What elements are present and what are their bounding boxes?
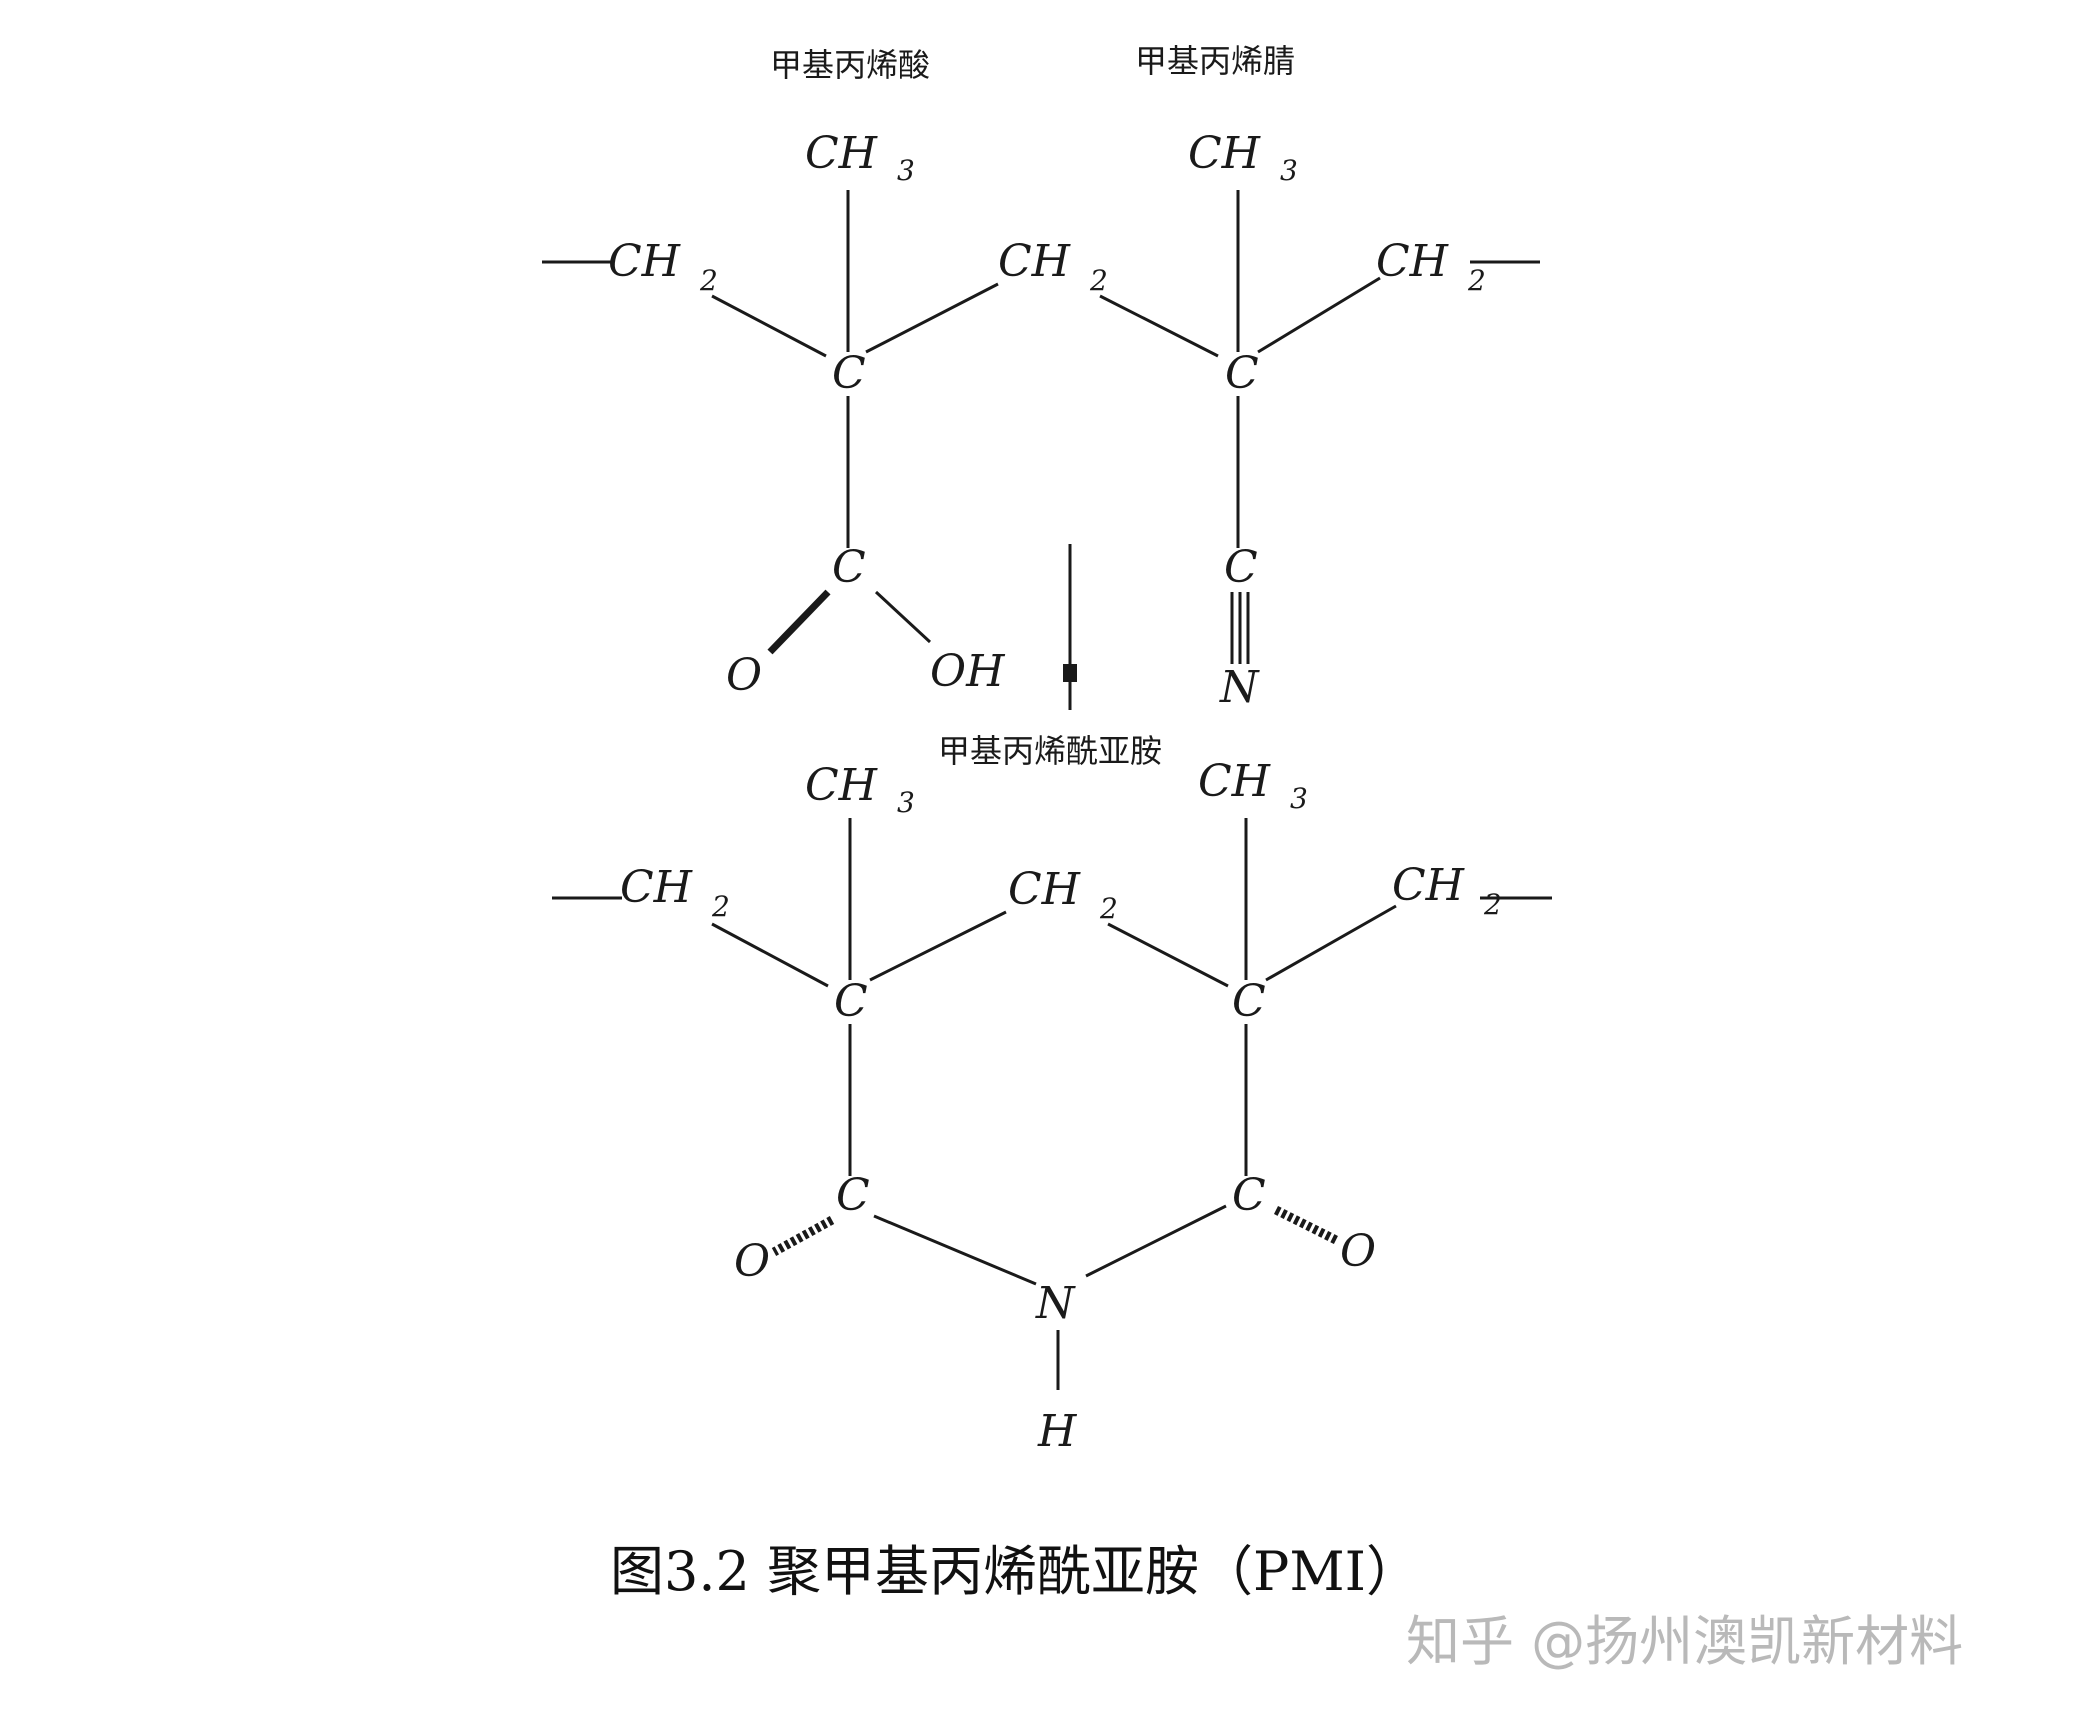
atom-ch2-top-1: CH 2 bbox=[608, 236, 718, 297]
svg-text:CH: CH bbox=[998, 236, 1072, 287]
label-methacrylimide: 甲基丙烯酰亚胺 bbox=[938, 732, 1162, 770]
atom-ch3-top-1: CH 3 bbox=[805, 128, 915, 187]
bond-bot-d bbox=[1107, 922, 1229, 988]
atom-c-carbonyl-2: C bbox=[1232, 1170, 1266, 1221]
svg-text:3: 3 bbox=[897, 786, 915, 819]
atom-h-imide: H bbox=[1037, 1406, 1078, 1457]
bond-co-hatched-1 bbox=[771, 1216, 835, 1256]
atom-ch2-bottom-3: CH 2 bbox=[1392, 860, 1502, 921]
bond-top-f bbox=[1257, 276, 1381, 354]
svg-text:2: 2 bbox=[1467, 264, 1486, 297]
watermark: 知乎 @扬州澳凯新材料 bbox=[1406, 1610, 1963, 1673]
figure-caption: 图3.2 聚甲基丙烯酰亚胺（PMI） bbox=[610, 1540, 1420, 1603]
atom-c-acid: C bbox=[832, 542, 866, 593]
bond-bot-f bbox=[1265, 904, 1397, 982]
atom-c-bottom-1: C bbox=[834, 976, 868, 1027]
svg-text:CH: CH bbox=[608, 236, 682, 287]
bond-top-c bbox=[865, 282, 999, 354]
atom-ch2-bottom-2: CH 2 bbox=[1008, 864, 1118, 925]
bond-c-n-1 bbox=[873, 1214, 1037, 1286]
atom-ch3-top-2: CH 3 bbox=[1188, 128, 1298, 187]
bond-co-double bbox=[767, 589, 831, 655]
svg-text:CH: CH bbox=[1392, 860, 1466, 911]
label-methacrylic-acid: 甲基丙烯酸 bbox=[770, 46, 930, 84]
svg-text:3: 3 bbox=[1280, 154, 1298, 187]
atom-ch3-bottom-1: CH 3 bbox=[805, 760, 915, 819]
atom-c-bottom-2: C bbox=[1232, 976, 1266, 1027]
svg-text:CH: CH bbox=[805, 760, 879, 811]
atom-c-nitrile: C bbox=[1224, 542, 1258, 593]
atom-o-imide-2: O bbox=[1340, 1226, 1376, 1277]
svg-text:2: 2 bbox=[1099, 892, 1118, 925]
svg-text:CH: CH bbox=[1198, 756, 1272, 807]
atom-c-top-1: C bbox=[832, 348, 866, 399]
bond-top-a bbox=[711, 294, 827, 358]
atom-o-imide-1: O bbox=[734, 1236, 770, 1287]
atom-ch2-top-3: CH 2 bbox=[1376, 236, 1486, 297]
svg-text:CH: CH bbox=[1376, 236, 1450, 287]
svg-text:CH: CH bbox=[1008, 864, 1082, 915]
atom-ch2-top-2: CH 2 bbox=[998, 236, 1108, 297]
svg-text:CH: CH bbox=[805, 128, 879, 179]
bond-co-hatched-2 bbox=[1273, 1205, 1339, 1245]
atom-ch3-bottom-2: CH 3 bbox=[1198, 756, 1308, 815]
bond-c-oh bbox=[874, 590, 932, 644]
atom-o-acid: O bbox=[726, 650, 762, 701]
svg-text:3: 3 bbox=[1290, 782, 1308, 815]
svg-text:CH: CH bbox=[620, 862, 694, 913]
svg-text:2: 2 bbox=[1089, 264, 1108, 297]
svg-text:2: 2 bbox=[711, 890, 730, 923]
svg-text:2: 2 bbox=[1483, 888, 1502, 921]
bond-top-d bbox=[1099, 294, 1219, 358]
bond-bot-c bbox=[869, 910, 1007, 982]
svg-text:CH: CH bbox=[1188, 128, 1262, 179]
atom-c-top-2: C bbox=[1225, 348, 1259, 399]
svg-text:3: 3 bbox=[897, 154, 915, 187]
atom-c-carbonyl-1: C bbox=[836, 1170, 870, 1221]
svg-text:2: 2 bbox=[699, 264, 718, 297]
atom-n-imide: N bbox=[1035, 1278, 1076, 1329]
atom-ch2-bottom-1: CH 2 bbox=[620, 862, 730, 923]
atom-oh-acid: OH bbox=[930, 646, 1006, 697]
atom-n-nitrile: N bbox=[1219, 662, 1260, 713]
label-methacrylonitrile: 甲基丙烯腈 bbox=[1135, 42, 1295, 80]
bond-c-n-2 bbox=[1085, 1204, 1227, 1278]
bond-bot-a bbox=[711, 922, 829, 988]
reaction-arrow-head bbox=[1063, 664, 1077, 682]
